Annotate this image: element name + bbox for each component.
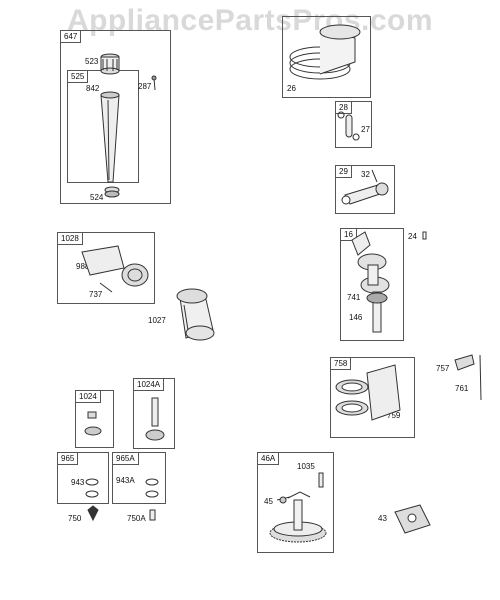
- oil-filter-drawing: [176, 288, 215, 341]
- part-box-525: 525: [67, 70, 139, 183]
- part-label-943A: 943A: [116, 476, 135, 485]
- part-label-27: 27: [361, 125, 370, 134]
- part-label-24: 24: [408, 232, 417, 241]
- watermark: AppliancePartsPros.com: [66, 4, 434, 37]
- tube-seal-drawing: [104, 186, 120, 198]
- part-label-750: 750: [68, 514, 82, 523]
- part-1024A-drawing: [145, 397, 165, 441]
- part-box-965A: 965A: [112, 452, 166, 504]
- dipstick-cap-drawing: [100, 53, 120, 75]
- part-label-43: 43: [378, 514, 387, 523]
- part-label-26: 26: [287, 84, 296, 93]
- box-tag-965: 965: [58, 453, 79, 465]
- part-label-1035: 1035: [297, 462, 315, 471]
- part-1024-drawing: [84, 411, 102, 436]
- part-label-759: 759: [387, 411, 401, 420]
- part-label-1027: 1027: [148, 316, 166, 325]
- washer-943A-drawing: [145, 478, 159, 498]
- part-label-943: 943: [71, 478, 85, 487]
- part-label-988: 988: [76, 262, 90, 271]
- piston-pin-drawing: [337, 111, 360, 141]
- part-750A-drawing: [149, 509, 156, 521]
- key-24-drawing: [422, 231, 427, 240]
- dipstick-tube-drawing: [100, 91, 120, 183]
- part-box-1024: 1024: [75, 390, 114, 448]
- head-gasket-drawing: [335, 364, 401, 421]
- part-box-16: 16: [340, 228, 404, 341]
- cam-gear-drawing: [269, 491, 327, 543]
- part-box-29: 29: [335, 165, 395, 214]
- part-box-28: 28: [335, 101, 372, 148]
- box-tag-16: 16: [341, 229, 357, 241]
- part-box-1028: 1028: [57, 232, 155, 304]
- part-label-750A: 750A: [127, 514, 146, 523]
- box-tag-525: 525: [68, 71, 89, 83]
- part-box-26: [282, 16, 371, 98]
- part-label-842: 842: [86, 84, 100, 93]
- part-750-drawing: [87, 505, 99, 522]
- box-tag-758: 758: [331, 358, 352, 370]
- breather-drawing: [81, 245, 149, 293]
- part-label-757: 757: [436, 364, 450, 373]
- connecting-rod-drawing: [341, 169, 389, 205]
- box-tag-1024A: 1024A: [134, 379, 165, 391]
- box-tag-1028: 1028: [58, 233, 83, 245]
- box-tag-29: 29: [336, 166, 352, 178]
- part-label-741: 741: [347, 293, 361, 302]
- part-label-146: 146: [349, 313, 363, 322]
- part-label-32: 32: [361, 170, 370, 179]
- governor-drawing: [394, 504, 431, 534]
- box-tag-965A: 965A: [113, 453, 139, 465]
- crankshaft-drawing: [351, 231, 390, 333]
- lever-757-drawing: [454, 354, 482, 401]
- box-tag-1024: 1024: [76, 391, 101, 403]
- screw-287-drawing: [151, 75, 157, 91]
- part-label-761: 761: [455, 384, 469, 393]
- part-label-737: 737: [89, 290, 103, 299]
- part-label-287: 287: [138, 82, 152, 91]
- part-label-523: 523: [85, 57, 99, 66]
- part-label-524: 524: [90, 193, 104, 202]
- piston-drawing: [289, 24, 361, 80]
- part-box-965: 965: [57, 452, 109, 504]
- part-label-45: 45: [264, 497, 273, 506]
- part-1035-drawing: [318, 472, 324, 488]
- washer-943-drawing: [85, 478, 99, 498]
- part-box-1024A: 1024A: [133, 378, 175, 449]
- box-tag-647: 647: [61, 31, 82, 43]
- part-box-46A: 46A: [257, 452, 334, 553]
- box-tag-46A: 46A: [258, 453, 280, 465]
- part-box-647: 647 525: [60, 30, 171, 204]
- part-box-758: 758: [330, 357, 415, 438]
